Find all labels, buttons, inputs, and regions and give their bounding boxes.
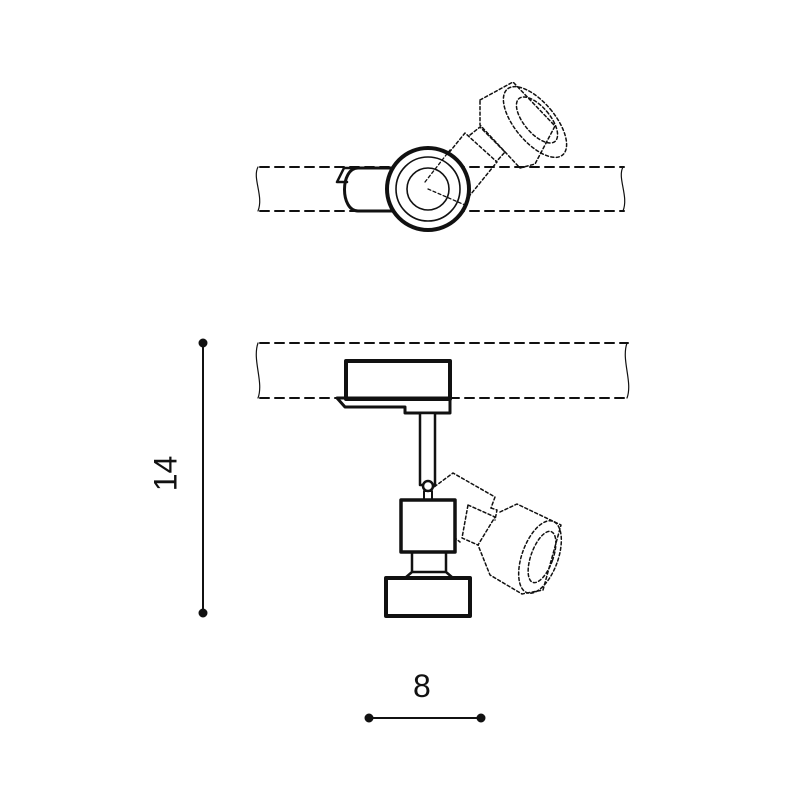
adapter-base (335, 396, 452, 415)
body-inner-circle (406, 167, 450, 211)
pivot-joint (421, 479, 435, 493)
track-outline-side (259, 342, 629, 399)
track-break-left (255, 166, 261, 212)
track-break-right (620, 166, 626, 212)
side-view (255, 342, 630, 618)
spot-rotated-top (419, 81, 568, 206)
dimension-height (198, 338, 208, 618)
stem (418, 411, 437, 487)
body-middle-circle (395, 156, 461, 222)
dimension-width (364, 713, 486, 723)
height-dimension-label: 14 (147, 455, 184, 492)
top-view (255, 81, 626, 232)
lamp-neck (403, 550, 455, 580)
connector-tab-top (335, 166, 360, 184)
adapter-housing (344, 359, 452, 401)
track-break-right-side (624, 342, 630, 399)
head-block (399, 498, 457, 554)
lamp-body (384, 576, 472, 618)
width-dimension-label: 8 (413, 668, 431, 704)
track-break-left-side (255, 342, 261, 399)
